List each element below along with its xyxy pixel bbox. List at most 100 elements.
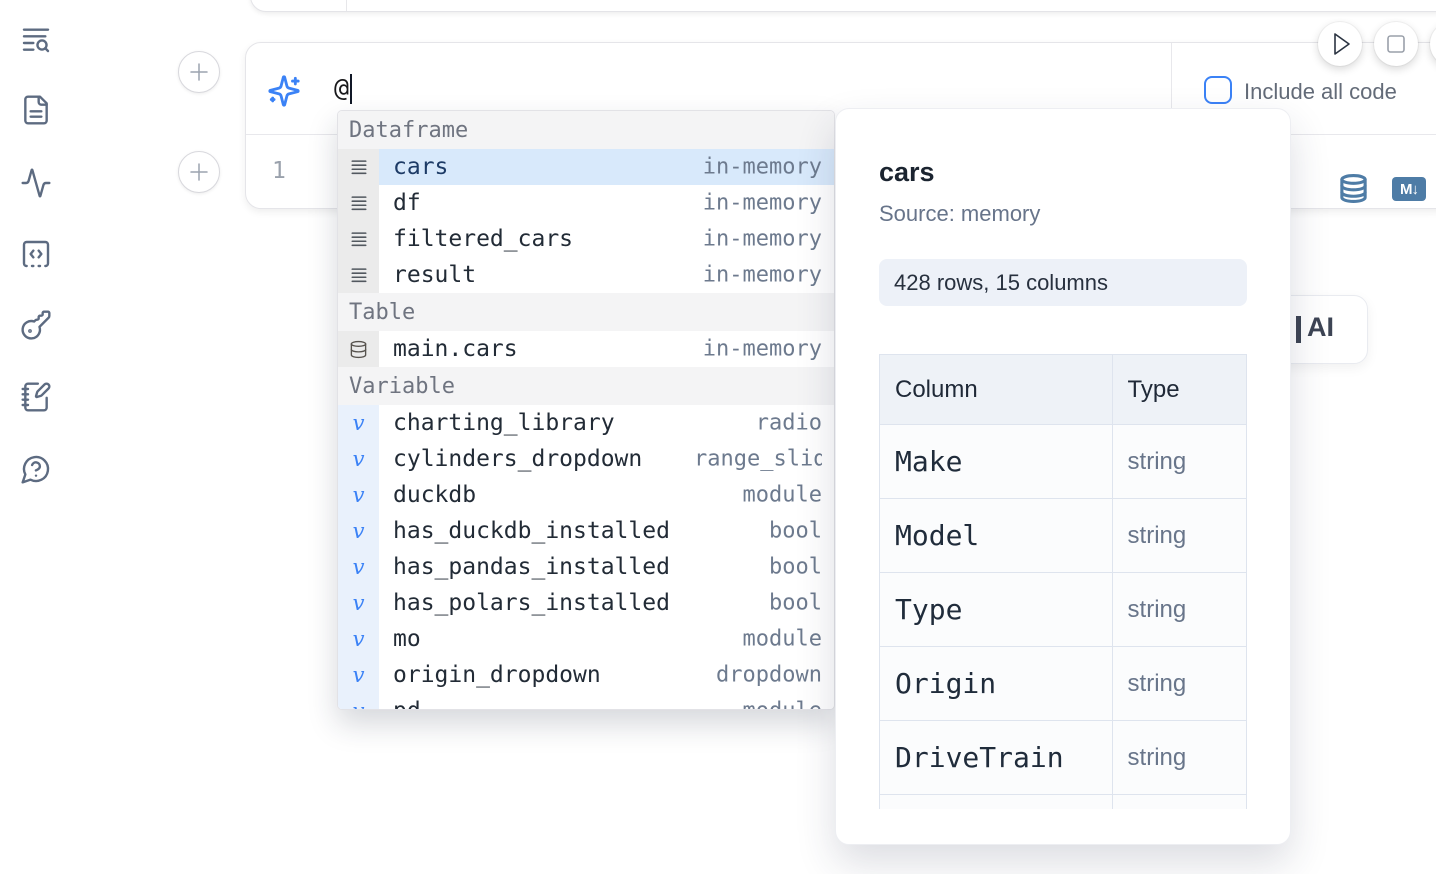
column-cell: Type <box>879 572 1113 647</box>
line-number: 1 <box>272 158 286 184</box>
include-all-code-checkbox[interactable] <box>1204 76 1232 104</box>
item-type: range_slider <box>694 446 822 472</box>
snippets-code-icon[interactable] <box>20 238 52 270</box>
variable-icon: v <box>352 483 365 507</box>
column-cell: Model <box>879 498 1113 573</box>
autocomplete-item-main-cars[interactable]: main.cars in-memory <box>338 331 834 367</box>
extra-round-button[interactable] <box>1430 22 1436 66</box>
section-header-dataframe: Dataframe <box>338 111 834 149</box>
item-type: in-memory <box>702 154 822 180</box>
item-type: module <box>742 626 822 652</box>
activity-icon[interactable] <box>20 167 52 199</box>
column-cell: DriveTrain <box>879 720 1113 795</box>
file-text-icon[interactable] <box>20 94 52 126</box>
divider <box>1171 43 1172 134</box>
item-name: mo <box>393 626 421 652</box>
add-cell-button-top[interactable] <box>178 51 220 93</box>
scratchpad-pen-icon[interactable] <box>20 381 52 413</box>
type-cell: string <box>1111 498 1247 573</box>
item-name: main.cars <box>393 336 518 362</box>
autocomplete-item-clipped[interactable]: v pd module <box>338 693 834 710</box>
item-name: has_duckdb_installed <box>393 518 670 544</box>
item-type: dropdown <box>716 662 822 688</box>
ai-prompt-input[interactable]: @ <box>334 73 353 104</box>
database-icon[interactable] <box>1338 173 1369 204</box>
table-row: Model string <box>879 498 1247 573</box>
preview-title: cars <box>879 157 935 187</box>
section-header-table: Table <box>338 293 834 331</box>
variable-icon: v <box>353 699 365 709</box>
item-name: df <box>393 190 421 216</box>
autocomplete-item-df[interactable]: df in-memory <box>338 185 834 221</box>
item-name: result <box>393 262 477 288</box>
table-row: Make string <box>879 424 1247 499</box>
item-name: has_pandas_installed <box>393 554 670 580</box>
column-header: Column <box>879 354 1113 425</box>
item-name: charting_library <box>393 410 615 436</box>
prompt-value: @ <box>334 73 350 102</box>
type-cell: string <box>1111 720 1247 795</box>
table-row-clipped <box>879 794 1247 809</box>
variable-icon: v <box>352 627 365 651</box>
autocomplete-item-mo[interactable]: v mo module <box>338 621 834 657</box>
text-cursor <box>350 74 353 104</box>
item-name: has_polars_installed <box>393 590 670 616</box>
ai-button-label: AI <box>1307 312 1334 342</box>
preview-source: Source: memory <box>879 201 1041 226</box>
item-type: in-memory <box>702 190 822 216</box>
variable-icon: v <box>352 411 365 435</box>
item-type: in-memory <box>702 226 822 252</box>
autocomplete-item-origin-dropdown[interactable]: v origin_dropdown dropdown <box>338 657 834 693</box>
variable-icon: v <box>352 663 365 687</box>
dataframe-rows-icon <box>338 185 379 221</box>
run-cell-button[interactable] <box>1318 22 1362 66</box>
variable-icon: v <box>352 519 365 543</box>
column-cell: Origin <box>879 646 1113 721</box>
table-row: Type string <box>879 572 1247 647</box>
item-type: bool <box>769 554 822 580</box>
type-cell: string <box>1111 646 1247 721</box>
previous-cell-edge <box>250 0 1436 12</box>
item-type: in-memory <box>702 262 822 288</box>
dataframe-rows-icon <box>338 149 379 185</box>
type-header: Type <box>1111 354 1247 425</box>
markdown-icon[interactable]: M↓ <box>1392 177 1426 201</box>
divider <box>346 0 347 11</box>
toc-search-icon[interactable] <box>20 23 52 55</box>
dataframe-rows-icon <box>338 221 379 257</box>
variable-icon: v <box>352 591 365 615</box>
key-icon[interactable] <box>20 309 52 341</box>
item-type: in-memory <box>702 336 822 362</box>
add-cell-button-bottom[interactable] <box>178 151 220 193</box>
item-name: filtered_cars <box>393 226 574 252</box>
table-database-icon <box>338 331 379 367</box>
autocomplete-item-result[interactable]: result in-memory <box>338 257 834 293</box>
table-row: DriveTrain string <box>879 720 1247 795</box>
item-name: duckdb <box>393 482 477 508</box>
help-chat-icon[interactable] <box>20 453 52 485</box>
type-cell: string <box>1111 572 1247 647</box>
autocomplete-item-charting-library[interactable]: v charting_library radio <box>338 405 834 441</box>
sparkles-ai-icon <box>267 74 301 108</box>
item-type: bool <box>769 518 822 544</box>
item-type: radio <box>755 410 822 436</box>
column-cell: Make <box>879 424 1113 499</box>
stop-button[interactable] <box>1374 22 1418 66</box>
item-name: origin_dropdown <box>393 662 601 688</box>
dataframe-preview-panel: cars Source: memory 428 rows, 15 columns… <box>835 108 1291 845</box>
shape-badge: 428 rows, 15 columns <box>879 259 1247 306</box>
autocomplete-item-has-duckdb-installed[interactable]: v has_duckdb_installed bool <box>338 513 834 549</box>
autocomplete-item-filtered-cars[interactable]: filtered_cars in-memory <box>338 221 834 257</box>
schema-table: Column Type Make string Model string Typ… <box>879 354 1247 809</box>
clipped-letter-fragment <box>1296 316 1301 343</box>
include-all-code-label: Include all code <box>1244 79 1397 104</box>
item-type: module <box>743 699 822 710</box>
item-name: pd <box>393 698 421 709</box>
type-cell <box>1111 794 1247 809</box>
